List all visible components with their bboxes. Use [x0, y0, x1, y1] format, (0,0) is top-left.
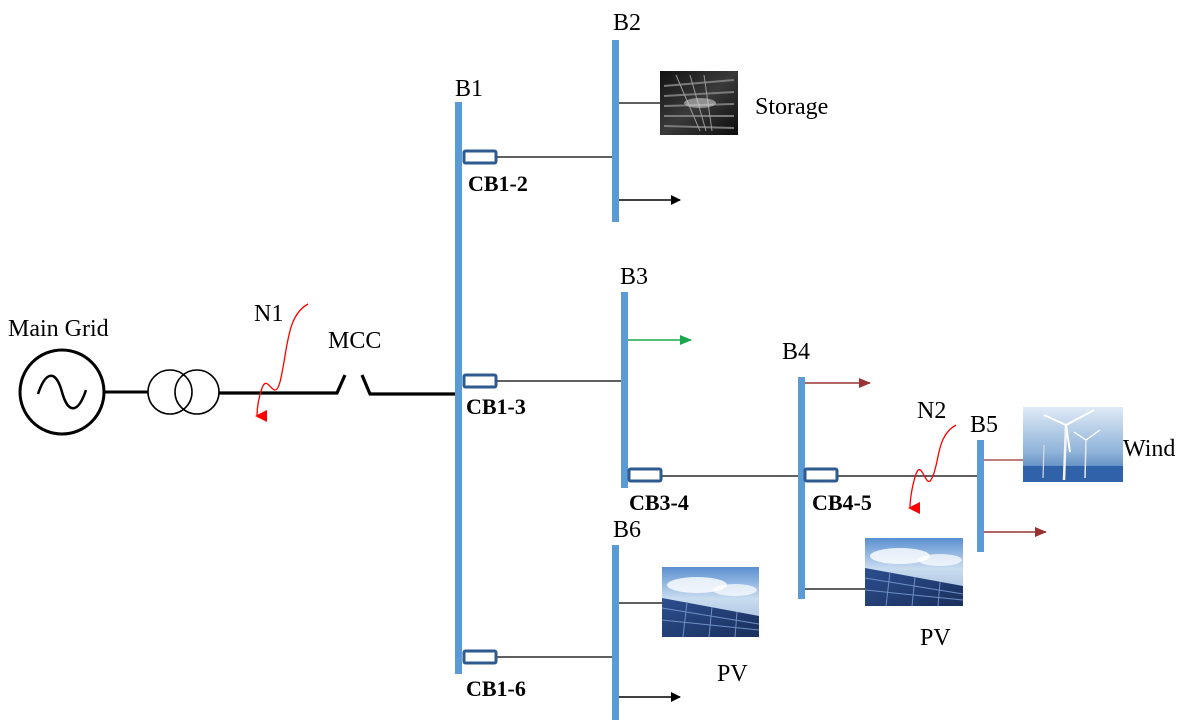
storage-image: [660, 71, 738, 135]
bus-b1: [455, 102, 462, 674]
pv-b4-label: PV: [920, 625, 951, 651]
bus-b5: [977, 440, 984, 552]
breaker-cb3-4: [627, 467, 663, 483]
bus-b6: [612, 545, 619, 720]
fault-n2-arrow: [908, 424, 957, 515]
bus-b4: [798, 377, 805, 599]
bus-b1-label: B1: [455, 76, 483, 102]
fault-n1-arrow: [255, 303, 309, 423]
main-grid-label: Main Grid: [8, 316, 109, 342]
bus-b4-label: B4: [782, 339, 810, 365]
wind-turbine-image: [1023, 407, 1123, 482]
feeder-line-to-b1: [360, 374, 458, 396]
breaker-cb1-2-label: CB1-2: [468, 171, 528, 196]
breaker-cb1-3-label: CB1-3: [466, 394, 526, 419]
fault-n1-label: N1: [254, 301, 283, 327]
breaker-cb4-5-label: CB4-5: [812, 490, 872, 515]
wind-label: Wind: [1123, 436, 1175, 462]
transformer-icon: [147, 369, 220, 415]
breaker-cb3-4-label: CB3-4: [629, 490, 689, 515]
storage-label: Storage: [755, 94, 828, 120]
mcc-label: MCC: [328, 328, 381, 354]
breaker-cb1-6-label: CB1-6: [466, 676, 526, 701]
fault-n2-label: N2: [917, 398, 946, 424]
pv-panel-b4-image: [864, 538, 964, 607]
bus-b3: [621, 292, 628, 488]
bus-b2-label: B2: [613, 10, 641, 36]
bus-b5-label: B5: [970, 412, 998, 438]
breaker-cb4-5: [803, 467, 839, 483]
pv-b6-label: PV: [717, 661, 748, 687]
pv-panel-b6-image: [661, 567, 760, 638]
feeder-line-to-mcc: [219, 374, 347, 395]
breaker-cb1-3: [462, 373, 498, 389]
bus-b6-label: B6: [613, 517, 641, 543]
breaker-cb1-6: [462, 649, 498, 665]
main-grid-source-icon: [18, 348, 106, 436]
breaker-cb1-2: [462, 149, 498, 165]
bus-b2: [612, 40, 619, 222]
bus-b3-label: B3: [620, 264, 648, 290]
